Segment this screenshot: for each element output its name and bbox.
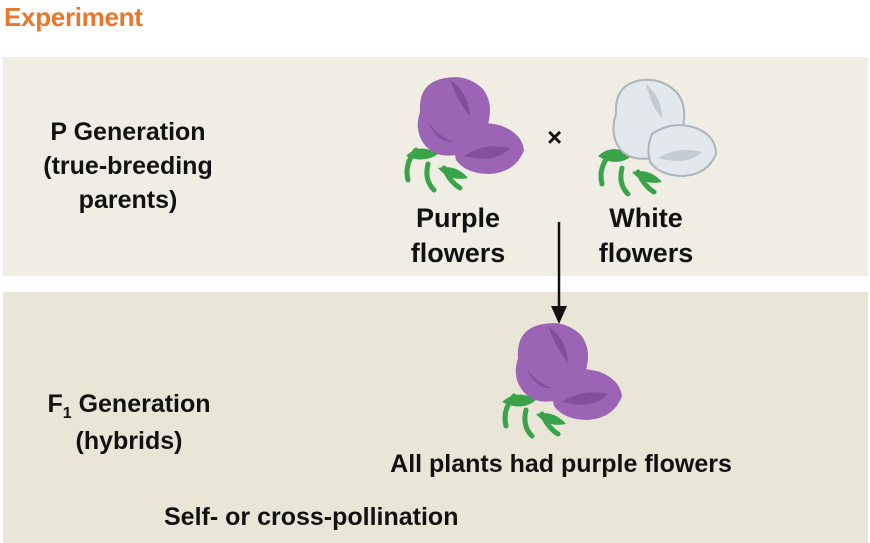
p-generation-subtitle-1: (true-breeding: [43, 151, 213, 180]
white-caption-line1: White: [609, 203, 683, 233]
p-generation-subtitle-2: parents): [78, 185, 178, 214]
white-flower-icon: [598, 78, 718, 197]
f1-generation-label: F1 Generation (hybrids): [14, 388, 244, 458]
f1-title-suffix: Generation: [71, 390, 211, 418]
f1-generation-band: [3, 292, 868, 543]
white-flowers-caption: White flowers: [566, 201, 726, 270]
purple-caption-line2: flowers: [410, 237, 506, 268]
purple-flowers-caption: Purple flowers: [378, 201, 538, 270]
p-generation-title: P Generation: [50, 118, 206, 146]
purple-flower-icon: [404, 77, 524, 193]
p-generation-label: P Generation (true-breeding parents): [10, 116, 246, 217]
f1-title-prefix: F: [47, 390, 63, 418]
pollination-label: Self- or cross-pollination: [164, 503, 459, 531]
white-caption-line2: flowers: [598, 237, 694, 268]
f1-generation-title: F1 Generation: [14, 388, 244, 425]
f1-result-text: All plants had purple flowers: [390, 450, 732, 478]
experiment-heading: Experiment: [4, 2, 143, 32]
f1-title-subscript: 1: [62, 405, 72, 422]
cross-symbol: ×: [547, 122, 563, 152]
down-arrow-icon: [551, 222, 567, 324]
purple-caption-line1: Purple: [415, 203, 501, 233]
f1-generation-subtitle: (hybrids): [75, 426, 183, 455]
f1-purple-flower-icon: [502, 323, 622, 439]
